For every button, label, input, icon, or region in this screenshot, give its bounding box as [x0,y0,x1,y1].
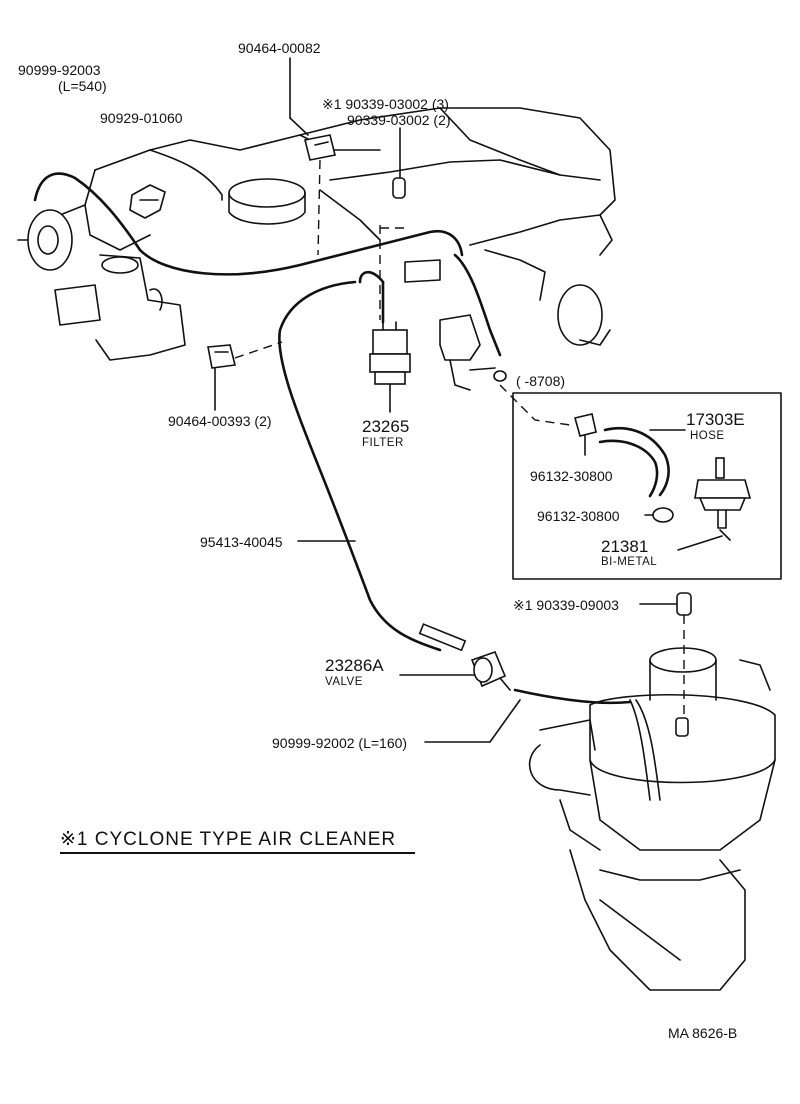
clamp-90464-00082-drawing [304,134,336,161]
label-valve: VALVE [325,676,363,688]
label-90464-00082: 90464-00082 [238,40,321,56]
label-90464-00393: 90464-00393 (2) [168,413,272,429]
label-96132-30800-b: 96132-30800 [537,508,620,524]
label-bimetal: BI-METAL [601,556,658,568]
label-90999-92003: 90999-92003 [18,62,101,78]
valve-23286a-drawing [399,650,511,691]
inset-box [512,392,782,580]
bimetal-21381-drawing [677,457,752,551]
label-96132-30800-a: 96132-30800 [530,468,613,484]
filter-23265-drawing [358,270,411,413]
label-filter: FILTER [362,437,404,449]
label-range: ( -8708) [516,373,566,389]
clamp-90464-00393-drawing [207,344,236,369]
label-90339-09003: ※1 90339-09003 [513,597,619,613]
note-underline [60,852,415,854]
diagram-code: MA 8626-B [668,1025,738,1041]
label-23265: 23265 [362,417,410,436]
label-l540: (L=540) [58,78,107,94]
vacuum-hose-long [33,172,464,276]
note-cyclone-type: ※1 CYCLONE TYPE AIR CLEANER [60,829,397,850]
label-90339-03002-2: 90339-03002 (2) [347,112,451,128]
label-hose: HOSE [690,430,725,442]
clamp-90929-drawing [129,184,166,219]
label-21381: 21381 [601,537,649,556]
label-17303e: 17303E [686,410,745,429]
air-cleaner-drawing [528,592,776,991]
label-95413-40045: 95413-40045 [200,534,283,550]
engine-head-drawing [17,107,616,391]
label-23286a: 23286A [325,656,384,675]
label-90999-92002: 90999-92002 (L=160) [272,735,408,751]
label-90339-03002-3: ※1 90339-03002 (3) [322,96,449,112]
label-90929-01060: 90929-01060 [100,110,183,126]
